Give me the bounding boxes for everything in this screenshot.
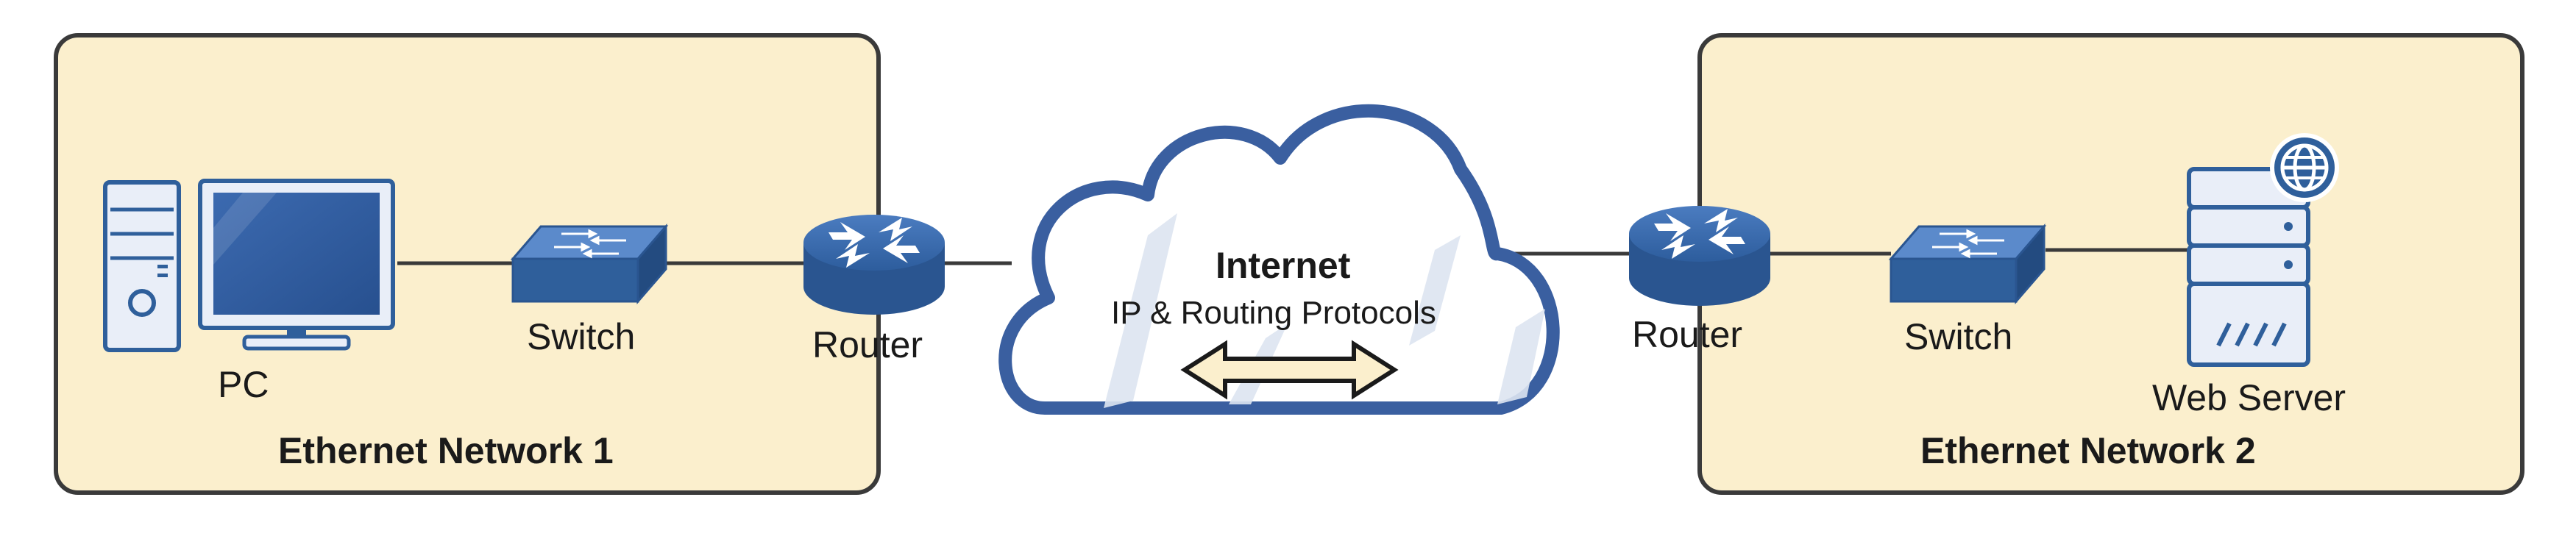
ethernet-network-2-box — [1697, 33, 2524, 495]
switch-icon — [1888, 223, 2047, 305]
switch-icon — [510, 223, 669, 305]
internet-subtitle: IP & Routing Protocols — [1111, 295, 1436, 331]
pc-tower-icon — [103, 180, 181, 352]
router-icon — [803, 215, 945, 315]
switch-label: Switch — [1904, 316, 2012, 357]
router-label: Router — [812, 324, 923, 365]
network-2-label: Ethernet Network 2 — [1920, 430, 2256, 471]
switch-label: Switch — [527, 316, 635, 357]
monitor-icon — [198, 179, 395, 351]
router-icon — [1629, 206, 1770, 306]
internet-title: Internet — [1216, 245, 1351, 286]
server-icon — [2187, 167, 2310, 367]
double-arrow-icon — [1180, 340, 1399, 400]
web-server-label: Web Server — [2152, 377, 2346, 418]
globe-icon — [2270, 133, 2339, 202]
pc-label: PC — [218, 364, 269, 405]
router-label: Router — [1632, 314, 1742, 355]
network-1-label: Ethernet Network 1 — [278, 430, 614, 471]
